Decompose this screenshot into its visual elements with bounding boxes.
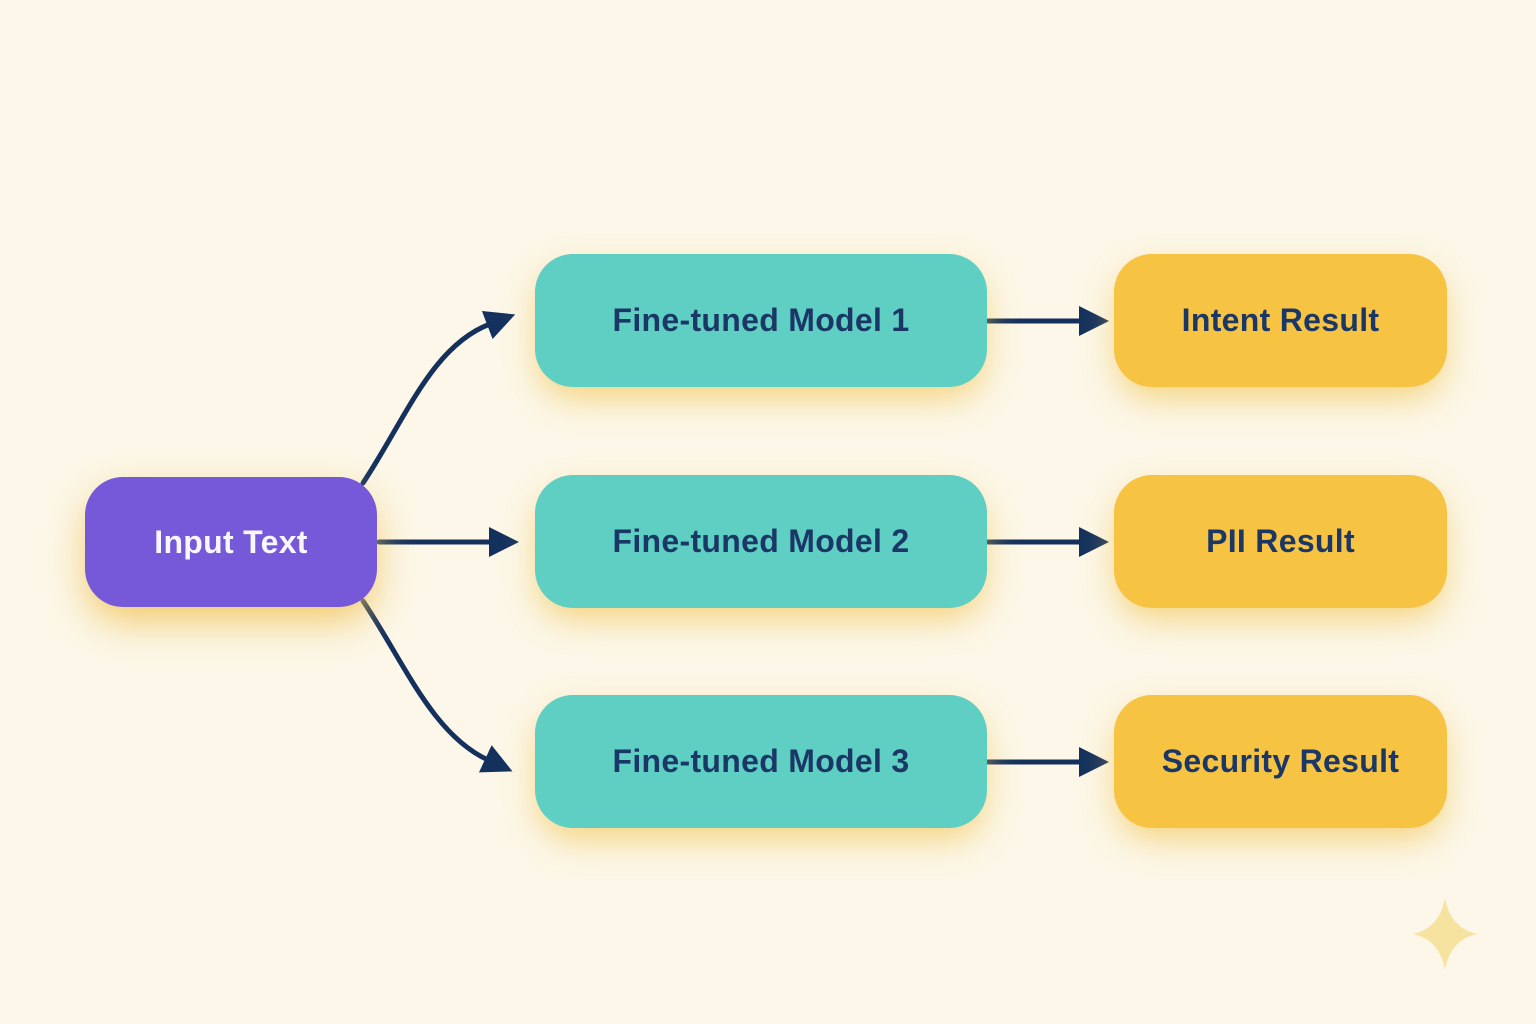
model-3-node: Fine-tuned Model 3 <box>535 695 987 828</box>
model-3-label: Fine-tuned Model 3 <box>612 743 910 779</box>
intent-result-node: Intent Result <box>1114 254 1447 387</box>
arrow-input-to-model-1 <box>360 311 516 486</box>
pii-result-label: PII Result <box>1206 523 1355 559</box>
security-result-label: Security Result <box>1161 743 1400 779</box>
model-2-label: Fine-tuned Model 2 <box>612 523 910 559</box>
model-2-node: Fine-tuned Model 2 <box>535 475 987 608</box>
arrow-input-to-model-3 <box>360 598 513 773</box>
sparkle-icon <box>1412 898 1478 970</box>
intent-result-label: Intent Result <box>1181 302 1380 338</box>
model-1-label: Fine-tuned Model 1 <box>612 302 910 338</box>
security-result-node: Security Result <box>1114 695 1447 828</box>
input-text-node: Input Text <box>85 477 377 607</box>
pii-result-node: PII Result <box>1114 475 1447 608</box>
model-1-node: Fine-tuned Model 1 <box>535 254 987 387</box>
input-text-label: Input Text <box>154 523 308 560</box>
